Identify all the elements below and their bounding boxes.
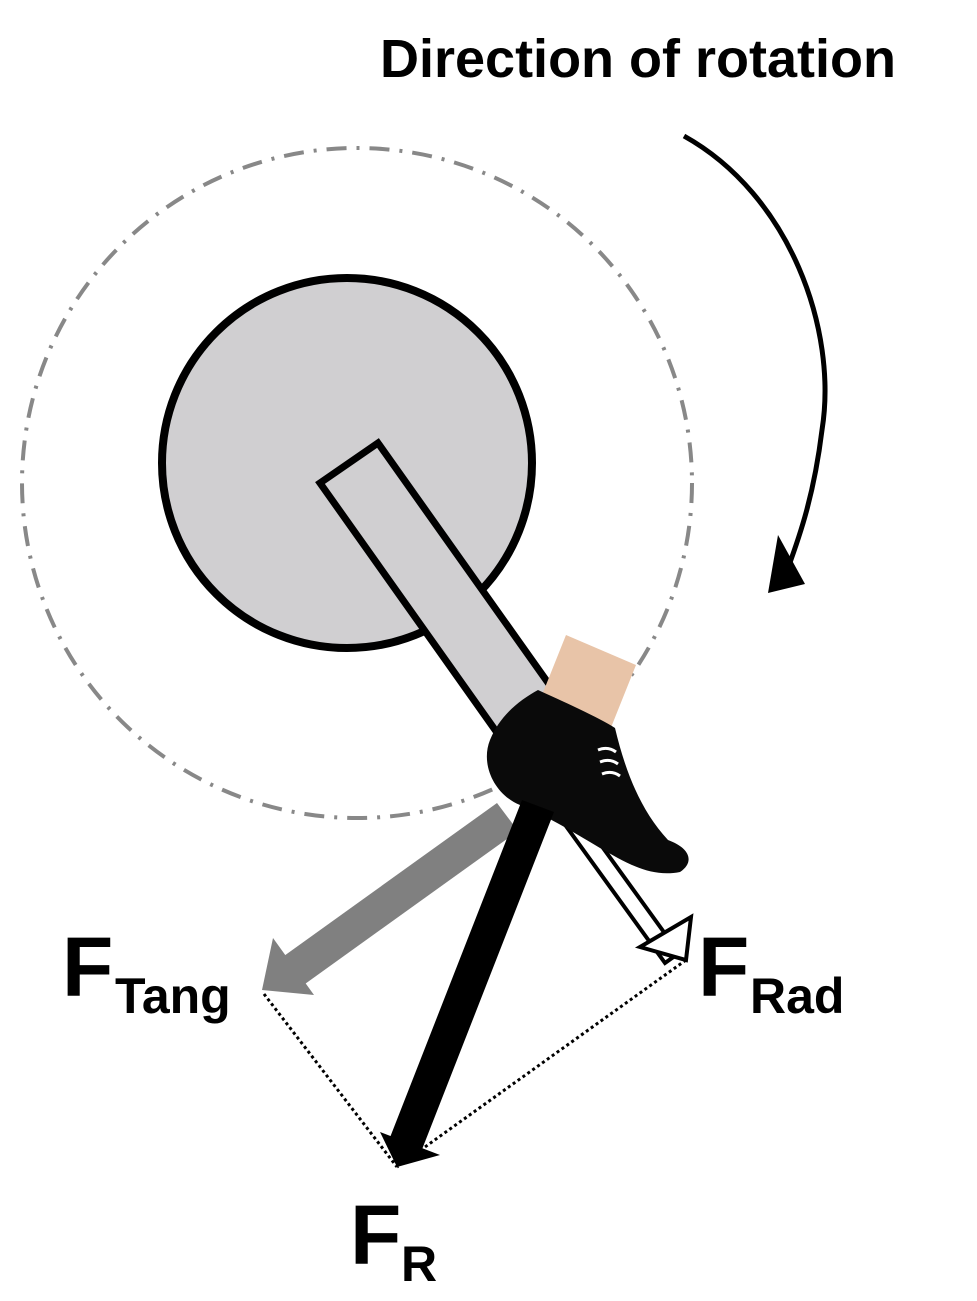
radial-force-label: F Rad xyxy=(698,920,844,1024)
force-parallelogram-lines xyxy=(262,958,687,1169)
tangential-force-arrow xyxy=(262,803,518,995)
resultant-force-label: F R xyxy=(350,1188,437,1292)
resultant-force-subscript: R xyxy=(401,1236,437,1292)
rotation-title: Direction of rotation xyxy=(380,29,896,89)
cycling-shoe-icon xyxy=(486,690,689,874)
pedal-path-circle xyxy=(20,146,694,820)
resultant-force-symbol: F xyxy=(350,1188,401,1282)
resultant-force-arrow xyxy=(380,800,554,1167)
tangential-force-subscript: Tang xyxy=(115,968,231,1024)
radial-force-symbol: F xyxy=(698,920,749,1014)
radial-force-subscript: Rad xyxy=(750,968,844,1024)
rotation-direction-arrow-icon xyxy=(682,133,828,593)
tangential-force-symbol: F xyxy=(62,920,113,1014)
tangential-force-label: F Tang xyxy=(62,920,231,1024)
